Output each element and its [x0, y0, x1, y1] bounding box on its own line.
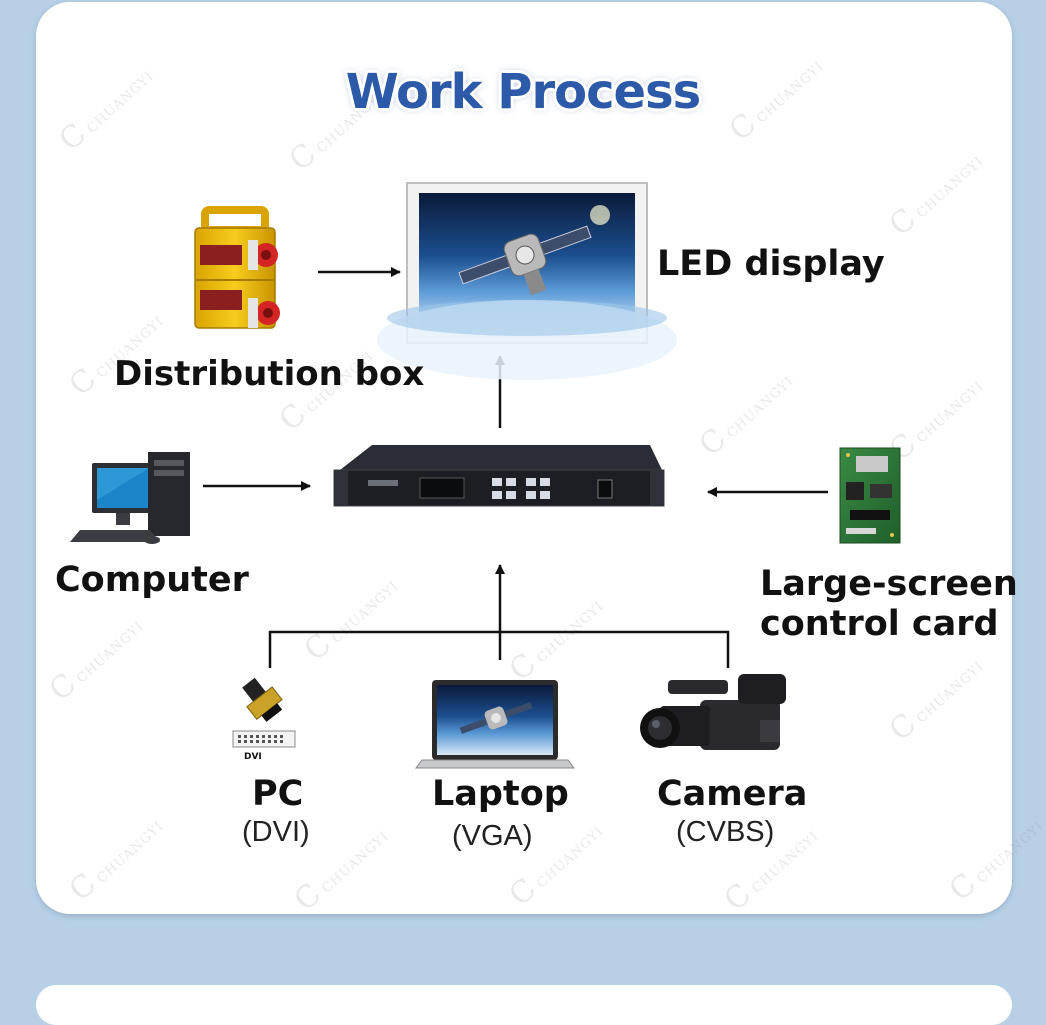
pc-sub-label: (DVI): [242, 816, 310, 848]
led-display-icon: [377, 182, 677, 380]
laptop-icon: [415, 680, 575, 769]
led-display-label: LED display: [657, 244, 885, 284]
control-card-label-line2: control card: [760, 604, 999, 644]
control-card-label-line1: Large-screen: [760, 564, 1018, 604]
camera-icon: [640, 674, 786, 750]
diagram-canvas: [70, 182, 901, 769]
control-card-icon: [839, 447, 901, 544]
computer-icon: [70, 452, 190, 544]
pc-label: PC: [252, 774, 304, 814]
video-processor-icon: [333, 445, 665, 507]
dvi-connector-icon: [232, 677, 296, 748]
camera-label: Camera: [657, 774, 808, 814]
laptop-sub-label: (VGA): [452, 820, 533, 852]
distribution-box-label: Distribution box: [114, 354, 425, 394]
computer-label: Computer: [55, 560, 249, 600]
distribution-box-icon: [194, 206, 280, 329]
next-card-edge: [36, 985, 1012, 1025]
page-title: Work Process: [345, 64, 702, 120]
arrow-inputs-to-processor: [268, 564, 730, 668]
dvi-connector-caption: DVI: [244, 752, 262, 762]
laptop-label: Laptop: [432, 774, 569, 814]
camera-sub-label: (CVBS): [676, 816, 775, 848]
